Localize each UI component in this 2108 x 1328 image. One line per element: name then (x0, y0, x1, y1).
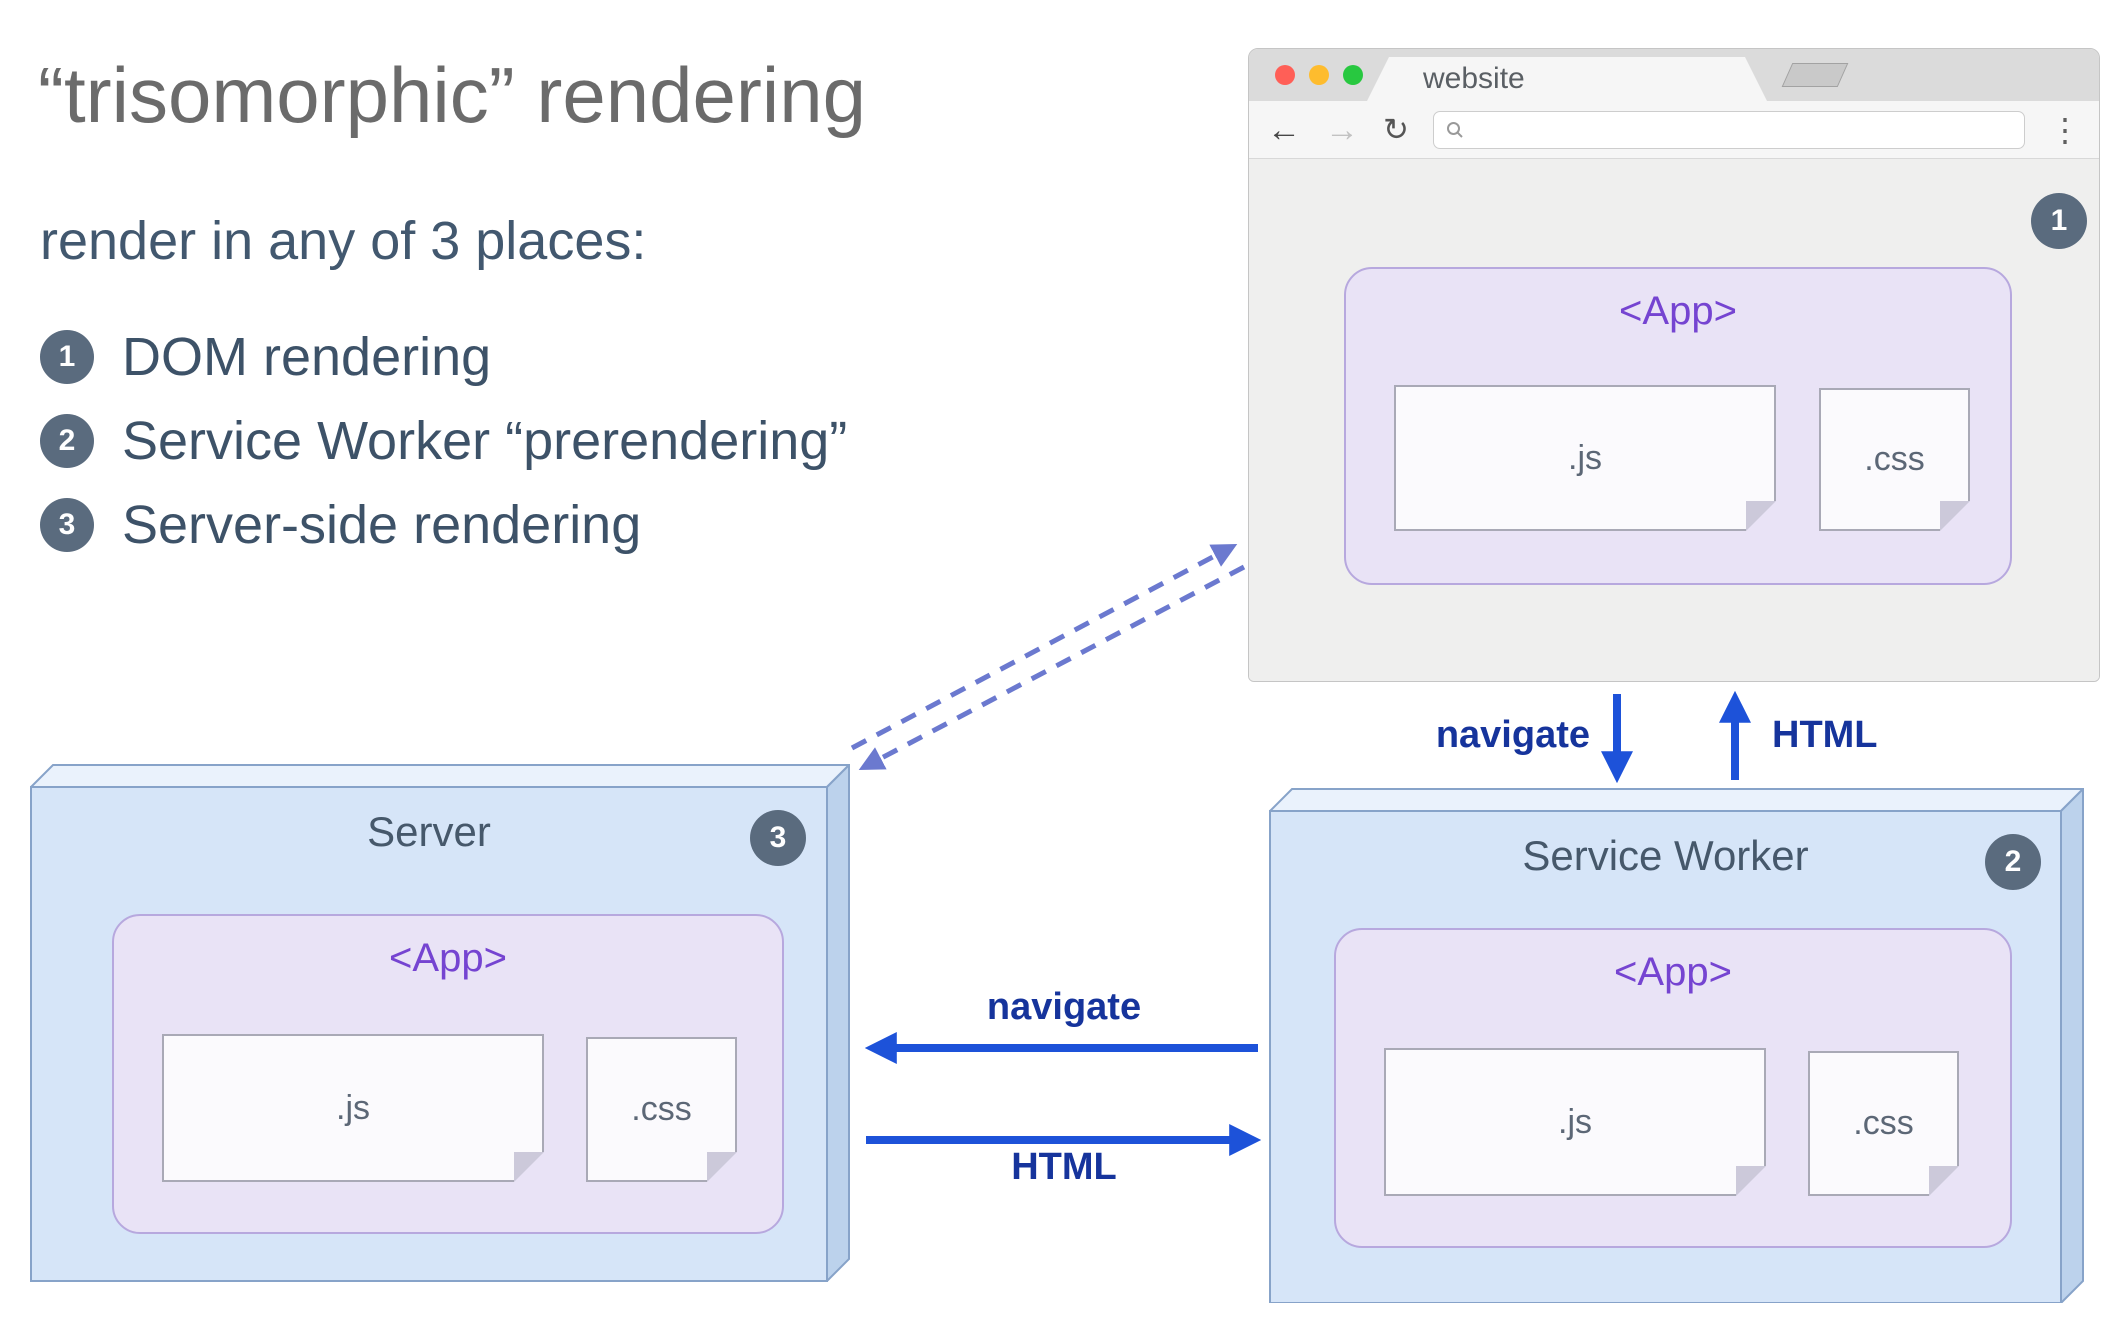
navigate-horizontal-label: navigate (986, 986, 1142, 1028)
html-vertical-label: HTML (1772, 714, 1878, 756)
url-bar[interactable] (1432, 110, 2025, 149)
legend-label-dom-rendering: DOM rendering (122, 327, 492, 387)
legend-label-server-side: Server-side rendering (122, 495, 642, 555)
reload-icon[interactable]: ↻ (1383, 112, 1409, 147)
css-file-icon: .css (1808, 1051, 1959, 1196)
js-file-label: .js (1568, 438, 1602, 477)
zoom-window-button[interactable] (1343, 65, 1363, 85)
js-file-icon: .js (1384, 1048, 1766, 1196)
badge-2: 2 (1985, 834, 2041, 890)
service-worker-box: Service Worker 2 <App> .js .css (1269, 788, 2084, 1303)
legend-number-2: 2 (40, 414, 94, 468)
legend-number-3: 3 (40, 498, 94, 552)
js-file-label: .js (336, 1088, 370, 1127)
tab-title: website (1423, 62, 1525, 95)
browser-window: website ← → ↻ ⋮ 1 <App> .js (1248, 48, 2100, 682)
app-label: <App> (389, 936, 507, 980)
js-file-icon: .js (1394, 385, 1776, 531)
app-label: <App> (1619, 289, 1737, 333)
legend-item-server-side: 3 Server-side rendering (40, 494, 641, 556)
navigate-vertical-label: navigate (1435, 714, 1590, 756)
js-file-icon: .js (162, 1034, 544, 1182)
minimize-window-button[interactable] (1309, 65, 1329, 85)
dashed-arrow-to-browser (850, 543, 1238, 751)
css-file-label: .css (631, 1090, 692, 1128)
browser-toolbar: ← → ↻ ⋮ (1249, 101, 2099, 159)
service-worker-app-box: <App> .js .css (1334, 928, 2012, 1248)
browser-tab-strip: website (1249, 49, 2099, 101)
css-file-icon: .css (586, 1037, 737, 1182)
dashed-arrow-to-server (858, 564, 1246, 770)
legend-number-1: 1 (40, 330, 94, 384)
legend-item-dom-rendering: 1 DOM rendering (40, 326, 491, 388)
legend-item-service-worker: 2 Service Worker “prerendering” (40, 410, 847, 472)
css-file-label: .css (1864, 440, 1925, 478)
legend-label-service-worker: Service Worker “prerendering” (122, 411, 848, 471)
service-worker-title: Service Worker (1522, 832, 1809, 879)
css-file-icon: .css (1819, 388, 1970, 531)
menu-dots-icon[interactable]: ⋮ (2049, 111, 2081, 148)
badge-3: 3 (750, 810, 806, 866)
search-icon (1446, 121, 1463, 138)
server-app-box: <App> .js .css (112, 914, 784, 1234)
browser-app-box: <App> .js .css (1344, 267, 2012, 585)
badge-1: 1 (2031, 193, 2087, 249)
js-file-label: .js (1558, 1102, 1592, 1141)
page-title: “trisomorphic” rendering (38, 51, 866, 139)
css-file-label: .css (1853, 1104, 1914, 1142)
server-title: Server (367, 808, 491, 855)
close-window-button[interactable] (1275, 65, 1295, 85)
html-horizontal-label: HTML (1011, 1146, 1117, 1188)
url-input[interactable] (1473, 114, 2012, 145)
server-box: Server 3 <App> .js .css (30, 764, 850, 1282)
background-tab-stub[interactable] (1781, 63, 1849, 87)
browser-tab[interactable]: website (1367, 57, 1767, 101)
forward-icon[interactable]: → (1325, 110, 1359, 149)
back-icon[interactable]: ← (1267, 110, 1301, 149)
browser-content: 1 <App> .js .css (1249, 159, 2099, 681)
subtitle: render in any of 3 places: (40, 211, 647, 271)
app-label: <App> (1614, 950, 1732, 994)
